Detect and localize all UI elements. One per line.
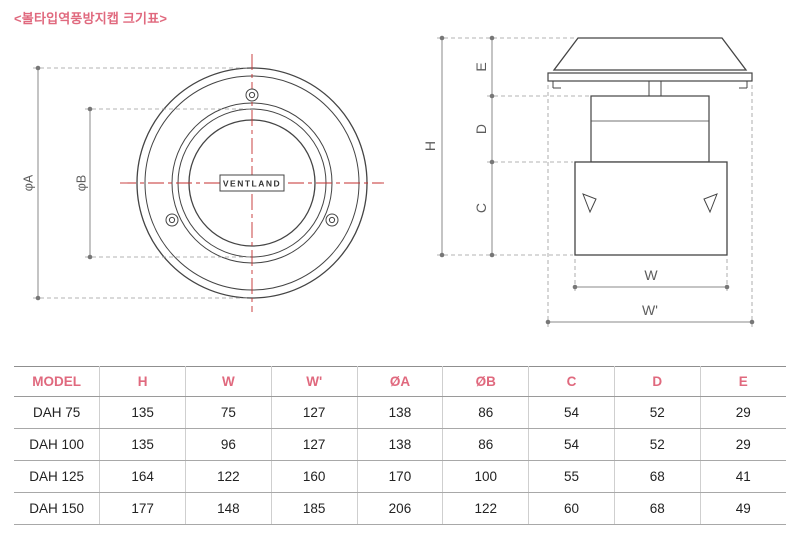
table-cell: 100 — [442, 460, 529, 493]
table-cell: 177 — [99, 492, 186, 525]
table-cell: 185 — [270, 492, 358, 525]
table-cell: 164 — [99, 460, 186, 493]
table-cell: 68 — [613, 492, 701, 525]
dimension-end-dot — [545, 319, 551, 325]
side-view: H E D C W — [422, 35, 755, 328]
table-cell: 55 — [528, 460, 615, 493]
table-cell: 86 — [442, 396, 529, 429]
dimension-phi-a: φA — [21, 65, 250, 301]
table-cell: 52 — [613, 396, 701, 429]
flap-left — [582, 193, 597, 214]
table-cell: 122 — [185, 460, 272, 493]
d-label: D — [473, 124, 489, 134]
table-cell: 29 — [699, 428, 786, 461]
table-cell: 138 — [356, 396, 443, 429]
c-label: C — [473, 203, 489, 213]
table-cell: 127 — [270, 428, 358, 461]
dimension-end-dot — [749, 319, 755, 325]
header-cell: ØB — [442, 366, 529, 397]
w-prime-label: W' — [642, 302, 658, 318]
table-cell: 127 — [270, 396, 358, 429]
dimension-w-prime: W' — [545, 85, 755, 328]
clip-detail-top — [245, 88, 259, 102]
dimension-phi-b: φB — [74, 106, 250, 260]
dimension-end-dot — [489, 35, 495, 41]
phi-a-label: φA — [21, 174, 35, 191]
table-cell: 206 — [356, 492, 443, 525]
header-cell: W' — [270, 366, 358, 397]
middle-body — [590, 95, 710, 163]
model-cell: DAH 150 — [14, 492, 100, 525]
page-title: <볼타입역풍방지캡 크기표> — [14, 11, 168, 26]
brand-label: VENTLAND — [223, 179, 281, 189]
dimension-end-dot — [572, 284, 578, 290]
dimension-end-dot — [35, 295, 41, 301]
header-cell: H — [99, 366, 186, 397]
dimension-end-dot — [489, 93, 495, 99]
dimension-end-dot — [489, 252, 495, 258]
table-cell: 52 — [613, 428, 701, 461]
table-cell: 96 — [185, 428, 272, 461]
clip-detail-left — [165, 213, 179, 227]
dimension-end-dot — [87, 106, 93, 112]
dimension-end-dot — [724, 284, 730, 290]
header-cell: W — [185, 366, 272, 397]
model-cell: DAH 100 — [14, 428, 100, 461]
table-cell: 54 — [528, 428, 615, 461]
table-cell: 29 — [699, 396, 786, 429]
header-cell: C — [528, 366, 615, 397]
e-label: E — [473, 62, 489, 71]
header-cell: D — [613, 366, 701, 397]
table-cell: 68 — [613, 460, 701, 493]
dimension-end-dot — [439, 35, 445, 41]
flange-clip-right — [739, 81, 748, 89]
table-cell: 148 — [185, 492, 272, 525]
dimension-w: W — [572, 259, 730, 293]
flange-clip-left — [552, 81, 561, 89]
table-cell: 170 — [356, 460, 443, 493]
dimension-end-dot — [87, 254, 93, 260]
dimension-h: H — [422, 35, 576, 258]
dimension-end-dot — [439, 252, 445, 258]
table-cell: 160 — [270, 460, 358, 493]
flap-right — [703, 193, 718, 214]
brand-plate — [219, 174, 285, 192]
front-view: VENTLAND φA φB — [21, 54, 384, 312]
w-label: W — [644, 267, 658, 283]
table-cell: 60 — [528, 492, 615, 525]
flange-plate — [547, 72, 753, 82]
lower-body — [574, 161, 728, 256]
model-cell: DAH 75 — [14, 396, 100, 429]
cap-top — [552, 37, 748, 71]
table-cell: 135 — [99, 396, 186, 429]
dimension-edc-chain: E D C — [473, 35, 589, 258]
clip-detail-right — [325, 213, 339, 227]
header-cell: E — [699, 366, 786, 397]
header-cell: ØA — [356, 366, 443, 397]
header-cell: MODEL — [14, 366, 100, 397]
table-cell: 54 — [528, 396, 615, 429]
table-cell: 138 — [356, 428, 443, 461]
table-cell: 135 — [99, 428, 186, 461]
table-cell: 122 — [442, 492, 529, 525]
table-cell: 49 — [699, 492, 786, 525]
table-cell: 86 — [442, 428, 529, 461]
model-cell: DAH 125 — [14, 460, 100, 493]
table-cell: 41 — [699, 460, 786, 493]
dimension-end-dot — [489, 159, 495, 165]
table-cell: 75 — [185, 396, 272, 429]
phi-b-label: φB — [74, 175, 88, 191]
dimension-end-dot — [35, 65, 41, 71]
h-label: H — [422, 141, 438, 151]
technical-drawing: VENTLAND φA φB — [21, 35, 755, 328]
